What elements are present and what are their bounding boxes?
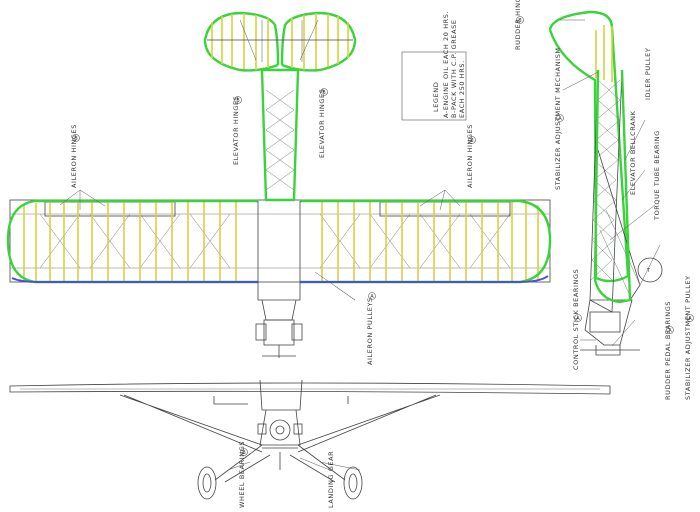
aileron-hinges-right-label: AILERON HINGES <box>466 124 474 188</box>
front-view: WHEEL BEARINGS LANDING GEAR B <box>9 379 611 508</box>
trailing-edge-left <box>11 277 258 283</box>
stabilizer-adjustment-pulley-label: STABILIZER ADJUSTMENT PULLEY <box>684 275 692 400</box>
svg-text:A: A <box>688 316 692 322</box>
fuselage-top <box>255 68 303 358</box>
wing-structure <box>9 199 551 283</box>
marker-b-aileron-right: B <box>468 136 476 144</box>
marker-b-aileron-left: B <box>72 134 80 142</box>
svg-text:A: A <box>668 328 672 334</box>
top-view: AILERON HINGES AILERON HINGES ELEVATOR H… <box>6 11 552 365</box>
stabilizer-adjustment-mechanism-label: STABILIZER ADJUSTMENT MECHANISM <box>554 47 562 190</box>
trailing-edge-right <box>300 275 549 283</box>
svg-text:B: B <box>470 138 474 144</box>
elevator-hinges-left-label: ELEVATOR HINGES <box>232 96 240 165</box>
marker-b-wheel: B <box>240 448 248 456</box>
svg-text:B: B <box>74 136 78 142</box>
rudder-hinges-label: RUDDER HINGES <box>514 0 522 50</box>
side-view: T RUDDER HINGES STABILIZER ADJUSTMENT ME… <box>514 0 694 400</box>
idler-pulley-label: IDLER PULLEY <box>644 48 652 100</box>
marker-a-stab-mechanism: A <box>556 114 564 122</box>
aileron-pulleys-label: AILERON PULLEYS <box>366 297 374 365</box>
svg-text:B: B <box>242 450 246 456</box>
torque-tube-bearing-label: TORQUE TUBE BEARING <box>653 130 661 221</box>
legend-line-1: A-ENGINE OIL EACH 20 HRS. <box>442 11 450 118</box>
elevator <box>203 11 357 72</box>
marker-a-stab-pulley: A <box>686 314 694 322</box>
svg-text:B: B <box>518 18 522 24</box>
marker-a-control-stick: A <box>574 314 582 322</box>
svg-text:A: A <box>576 316 580 322</box>
svg-text:T: T <box>646 268 651 274</box>
legend: LEGEND A-ENGINE OIL EACH 20 HRS. B-PACK … <box>401 11 467 121</box>
wing-outline-right <box>300 199 552 284</box>
elevator-hinges-right-label: ELEVATOR HINGES <box>318 89 326 158</box>
marker-b-elevator-right: B <box>320 88 328 96</box>
wing-ribs <box>23 201 539 281</box>
aileron-hinges-left-label: AILERON HINGES <box>70 124 78 188</box>
svg-text:B: B <box>322 90 326 96</box>
marker-a-rudder-pedal: A <box>666 326 674 334</box>
legend-line-3: EACH 250 HRS. <box>458 60 466 118</box>
legend-line-2: B-PACK WITH C.P. GREASE <box>450 19 458 118</box>
landing-gear-label: LANDING GEAR <box>327 451 335 508</box>
svg-text:A: A <box>370 294 374 300</box>
legend-title: LEGEND <box>432 82 440 112</box>
wing-outline-left <box>6 199 258 284</box>
rudder-pedal-bearings-label: RUDDER PEDAL BEARINGS <box>664 301 672 400</box>
svg-text:A: A <box>558 116 562 122</box>
wheel-bearings-label: WHEEL BEARINGS <box>238 441 246 508</box>
elevator-bellcrank-label: ELEVATOR BELLCRANK <box>629 110 637 195</box>
marker-a-aileron-pulleys: A <box>368 292 376 300</box>
marker-b-elevator-left: B <box>234 96 242 104</box>
control-stick-bearings-label: CONTROL STICK BEARINGS <box>572 269 580 370</box>
svg-text:B: B <box>236 98 240 104</box>
marker-b-rudder: B <box>516 16 524 24</box>
